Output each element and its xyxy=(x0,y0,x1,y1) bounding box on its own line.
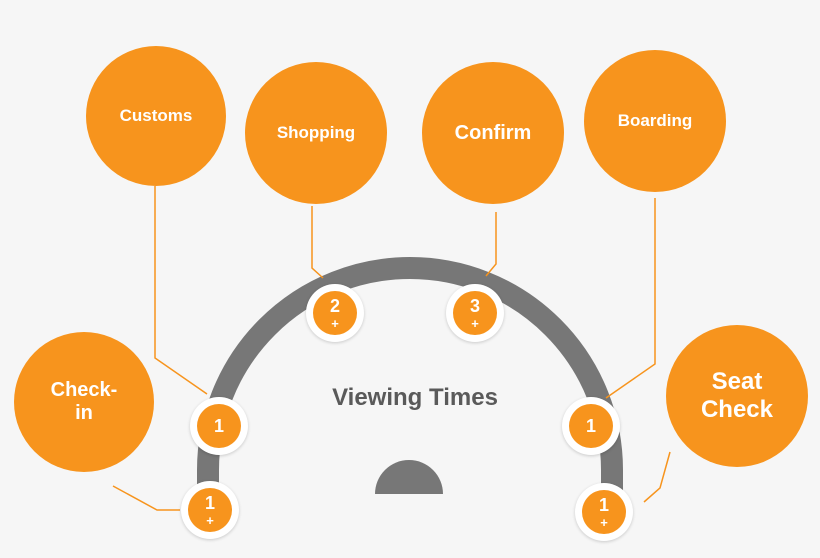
badge-confirm-inner: 3 + xyxy=(453,291,497,335)
badge-seatcheck-inner: 1 + xyxy=(582,490,626,534)
connector-shopping xyxy=(311,206,324,279)
badge-shopping-plus: + xyxy=(331,315,339,331)
badge-checkin: 1 + xyxy=(181,481,239,539)
badge-boarding-number: 1 xyxy=(585,416,596,436)
stage-customs: Customs xyxy=(86,46,226,186)
stage-customs-label: Customs xyxy=(119,106,193,126)
center-title: Viewing Times xyxy=(332,384,498,411)
connector-seatcheck xyxy=(643,451,671,503)
stage-checkin: Check- in xyxy=(14,332,154,472)
badge-boarding-inner: 1 xyxy=(569,404,613,448)
badge-customs: 1 xyxy=(190,397,248,455)
badge-seatcheck-number: 1 xyxy=(598,494,609,515)
badge-confirm-plus: + xyxy=(471,315,479,331)
badge-checkin-inner: 1 + xyxy=(188,488,232,532)
dome-shape xyxy=(375,460,443,494)
badge-checkin-number: 1 xyxy=(204,492,215,513)
badge-confirm-number: 3 xyxy=(469,295,480,316)
badge-shopping-number: 2 xyxy=(329,295,340,316)
stage-boarding-label: Boarding xyxy=(617,111,693,131)
connector-boarding xyxy=(605,198,656,399)
stage-seatcheck-label: Seat Check xyxy=(700,368,774,423)
timeline-arc xyxy=(197,257,623,505)
badge-confirm: 3 + xyxy=(446,284,504,342)
badge-customs-number: 1 xyxy=(213,416,224,436)
badge-shopping-inner: 2 + xyxy=(313,291,357,335)
badge-seatcheck: 1 + xyxy=(575,483,633,541)
connector-checkin xyxy=(112,485,180,511)
stage-seatcheck: Seat Check xyxy=(666,325,808,467)
badge-checkin-plus: + xyxy=(206,512,214,528)
stage-shopping-label: Shopping xyxy=(276,123,356,143)
stage-confirm: Confirm xyxy=(422,62,564,204)
stage-shopping: Shopping xyxy=(245,62,387,204)
stage-confirm-label: Confirm xyxy=(454,121,532,144)
stage-boarding: Boarding xyxy=(584,50,726,192)
badge-boarding: 1 xyxy=(562,397,620,455)
badge-customs-inner: 1 xyxy=(197,404,241,448)
badge-seatcheck-plus: + xyxy=(600,514,608,530)
stage-checkin-label: Check- in xyxy=(50,379,118,424)
connector-confirm xyxy=(485,212,497,277)
badge-shopping: 2 + xyxy=(306,284,364,342)
connector-customs xyxy=(154,186,208,395)
